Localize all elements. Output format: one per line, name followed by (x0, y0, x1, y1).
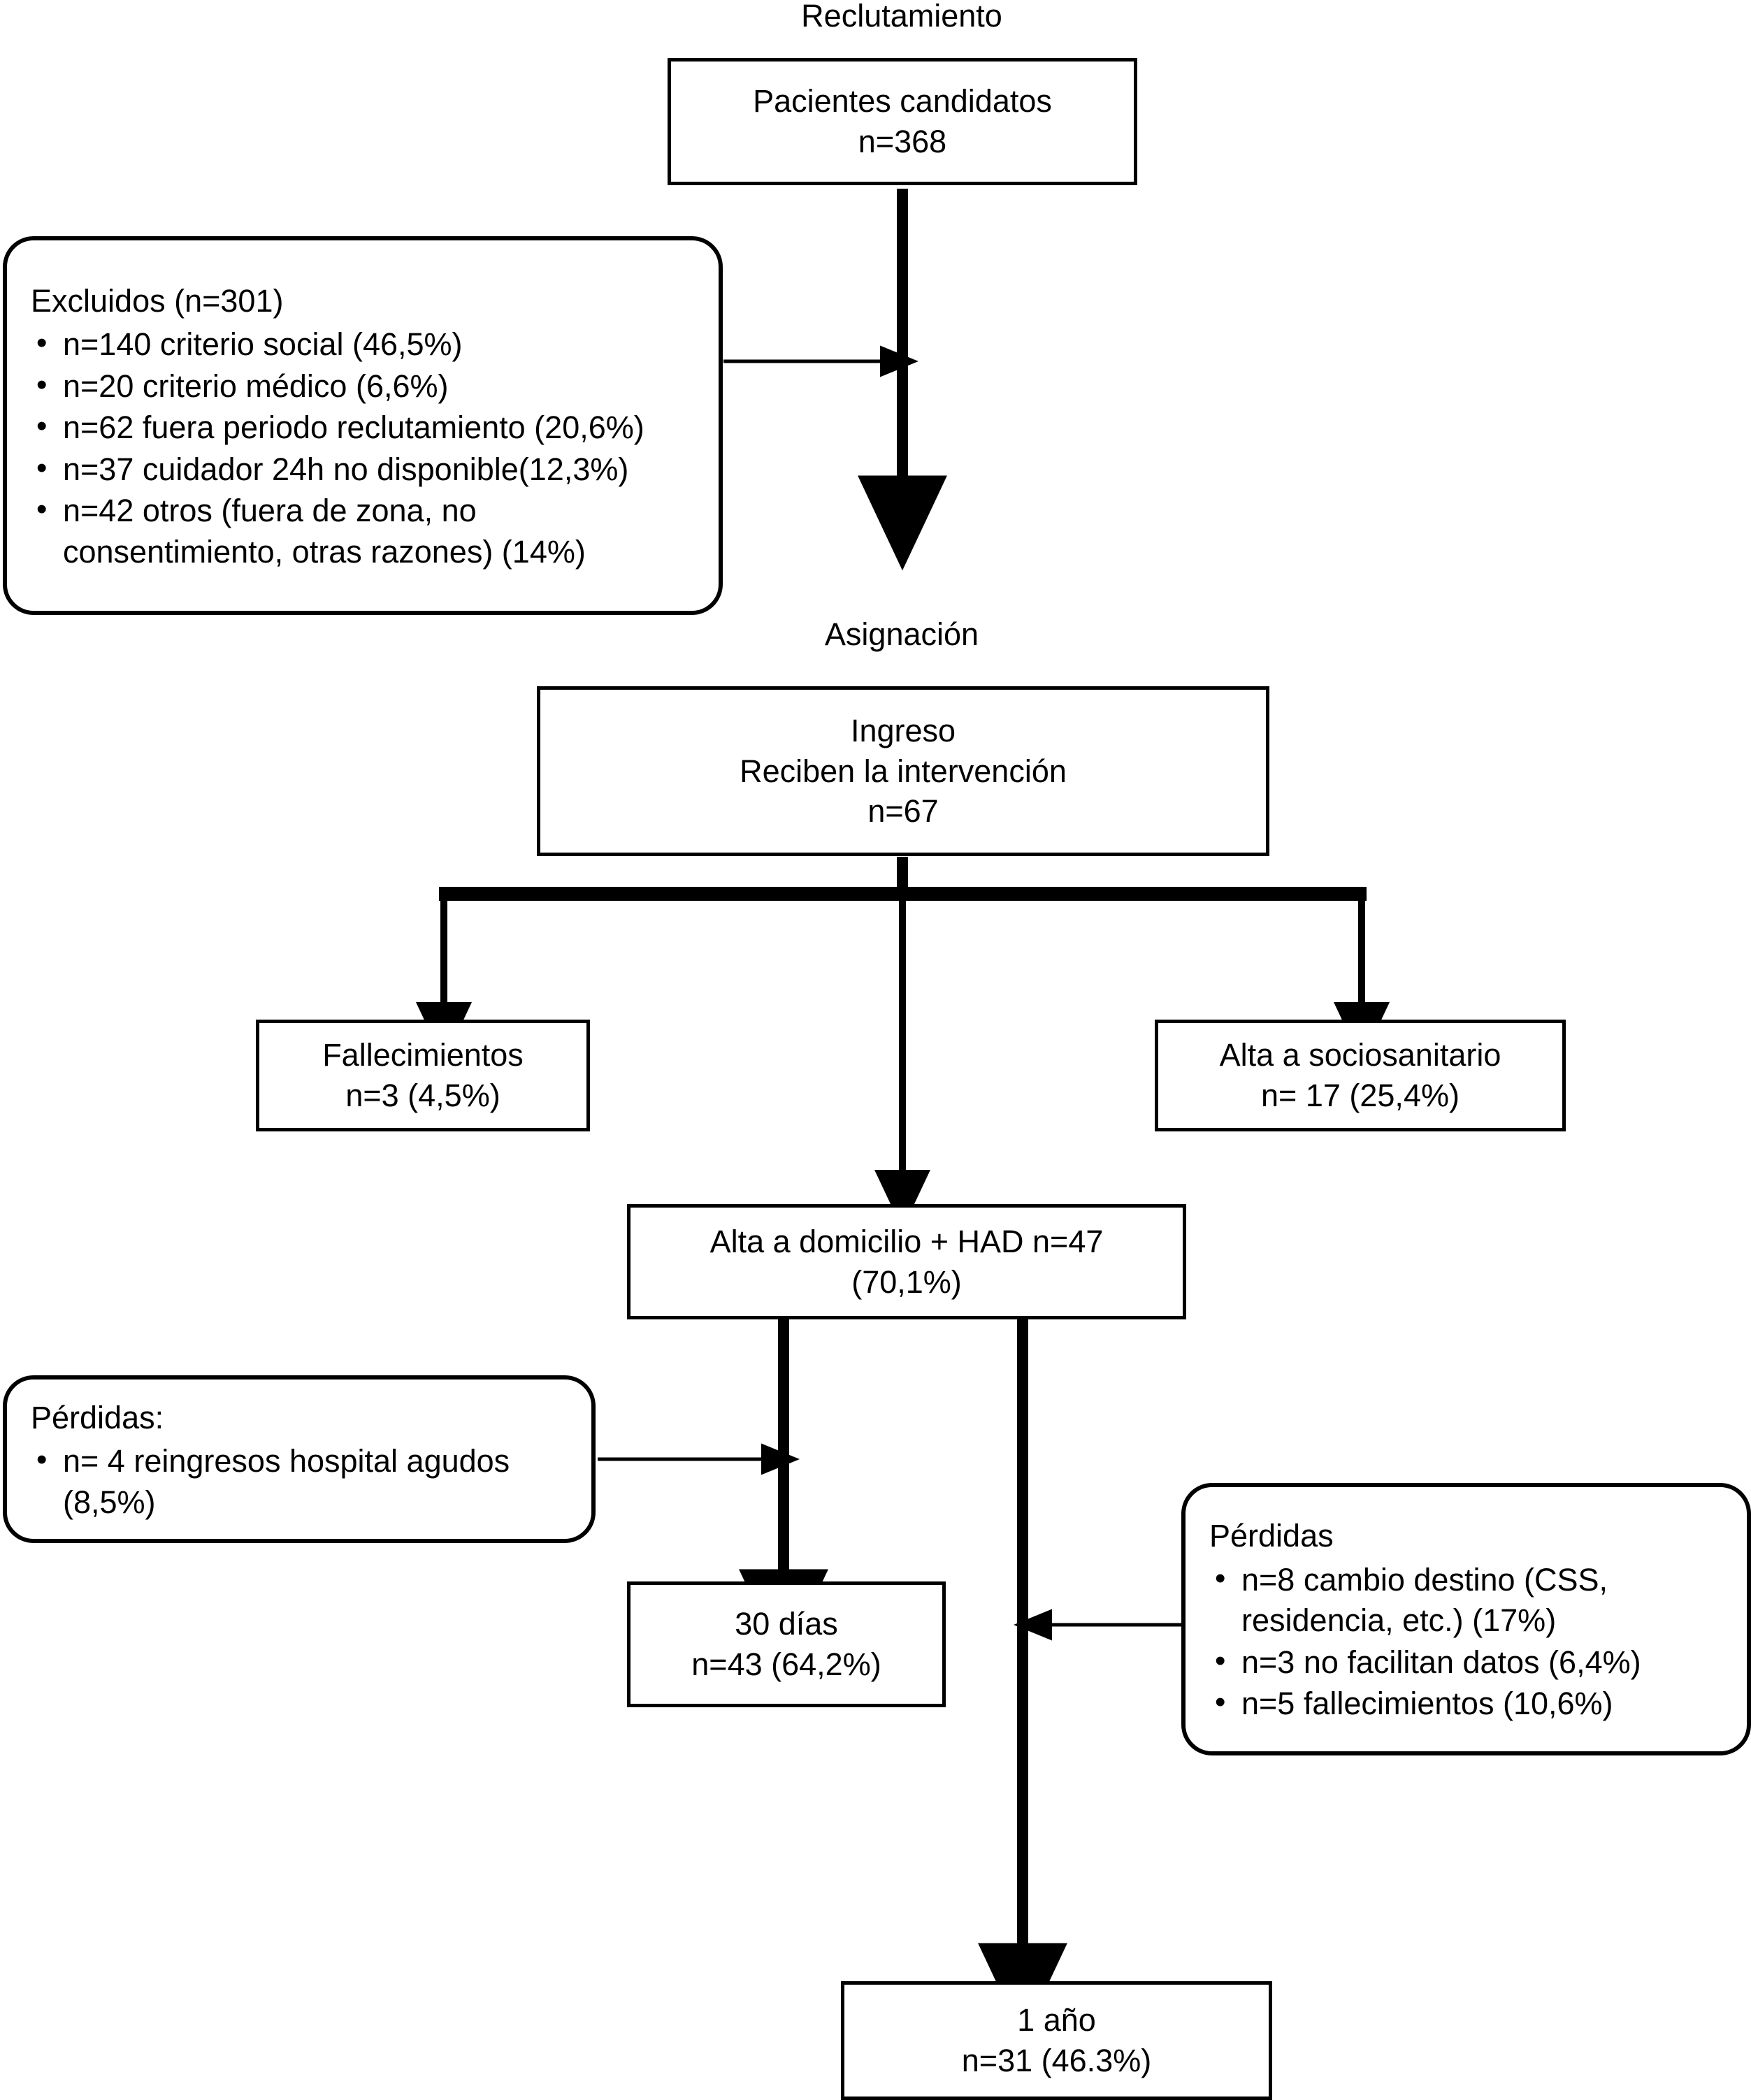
list-item: n=20 criterio médico (6,6%) (31, 365, 700, 407)
node-deaths-line1: Fallecimientos (322, 1037, 524, 1073)
node-home-had-line2: (70,1%) (851, 1263, 962, 1300)
list-item: n= 4 reingresos hospital agudos (8,5%) (31, 1440, 573, 1523)
panel-losses-right-title: Pérdidas (1209, 1518, 1334, 1554)
panel-losses-right-list: n=8 cambio destino (CSS, residencia, etc… (1209, 1558, 1729, 1725)
node-year1-line1: 1 año (1017, 2002, 1096, 2039)
panel-losses-right[interactable]: Pérdidas n=8 cambio destino (CSS, reside… (1181, 1483, 1751, 1755)
node-sociosanitary[interactable]: Alta a sociosanitario n= 17 (25,4%) (1155, 1020, 1566, 1131)
list-item: n=3 no facilitan datos (6,4%) (1209, 1641, 1729, 1683)
node-admission-line1: Ingreso (850, 713, 956, 749)
panel-losses-left[interactable]: Pérdidas: n= 4 reingresos hospital agudo… (3, 1375, 596, 1543)
node-sociosanitary-line1: Alta a sociosanitario (1219, 1037, 1501, 1073)
node-admission-line2: Reciben la intervención (740, 753, 1067, 789)
panel-excluded-list: n=140 criterio social (46,5%) n=20 crite… (31, 323, 700, 573)
node-deaths-line2: n=3 (4,5%) (345, 1078, 500, 1113)
node-day30[interactable]: 30 días n=43 (64,2%) (627, 1581, 946, 1707)
node-admission-line3: n=67 (867, 793, 939, 830)
stage-label-allocation: Asignación (824, 616, 979, 652)
panel-excluded[interactable]: Excluidos (n=301) n=140 criterio social … (3, 236, 723, 615)
node-home-had-line1: Alta a domicilio + HAD n=47 (709, 1223, 1104, 1259)
node-year1-line2: n=31 (46.3%) (961, 2043, 1152, 2078)
list-item: n=140 criterio social (46,5%) (31, 323, 700, 365)
panel-losses-left-list: n= 4 reingresos hospital agudos (8,5%) (31, 1440, 573, 1523)
panel-excluded-title: Excluidos (n=301) (31, 282, 284, 319)
node-home-had[interactable]: Alta a domicilio + HAD n=47 (70,1%) (627, 1204, 1186, 1319)
node-candidates[interactable]: Pacientes candidatos n=368 (668, 58, 1137, 185)
list-item: n=8 cambio destino (CSS, residencia, etc… (1209, 1558, 1717, 1642)
node-day30-line1: 30 días (735, 1606, 838, 1642)
node-candidates-line1: Pacientes candidatos (753, 83, 1052, 120)
node-day30-line2: n=43 (64,2%) (691, 1646, 881, 1682)
node-candidates-line2: n=368 (858, 124, 947, 159)
list-item: n=5 fallecimientos (10,6%) (1209, 1682, 1729, 1725)
node-deaths[interactable]: Fallecimientos n=3 (4,5%) (256, 1020, 590, 1131)
node-admission[interactable]: Ingreso Reciben la intervención n=67 (537, 686, 1269, 856)
list-item: n=62 fuera periodo reclutamiento (20,6%) (31, 406, 700, 449)
node-sociosanitary-line2: n= 17 (25,4%) (1261, 1078, 1460, 1113)
node-year1[interactable]: 1 año n=31 (46.3%) (841, 1981, 1272, 2100)
stage-label-recruitment: Reclutamiento (801, 0, 1002, 34)
panel-losses-left-title: Pérdidas: (31, 1399, 164, 1435)
list-item: n=37 cuidador 24h no disponible(12,3%) (31, 448, 700, 491)
list-item: n=42 otros (fuera de zona, no consentimi… (31, 489, 636, 572)
